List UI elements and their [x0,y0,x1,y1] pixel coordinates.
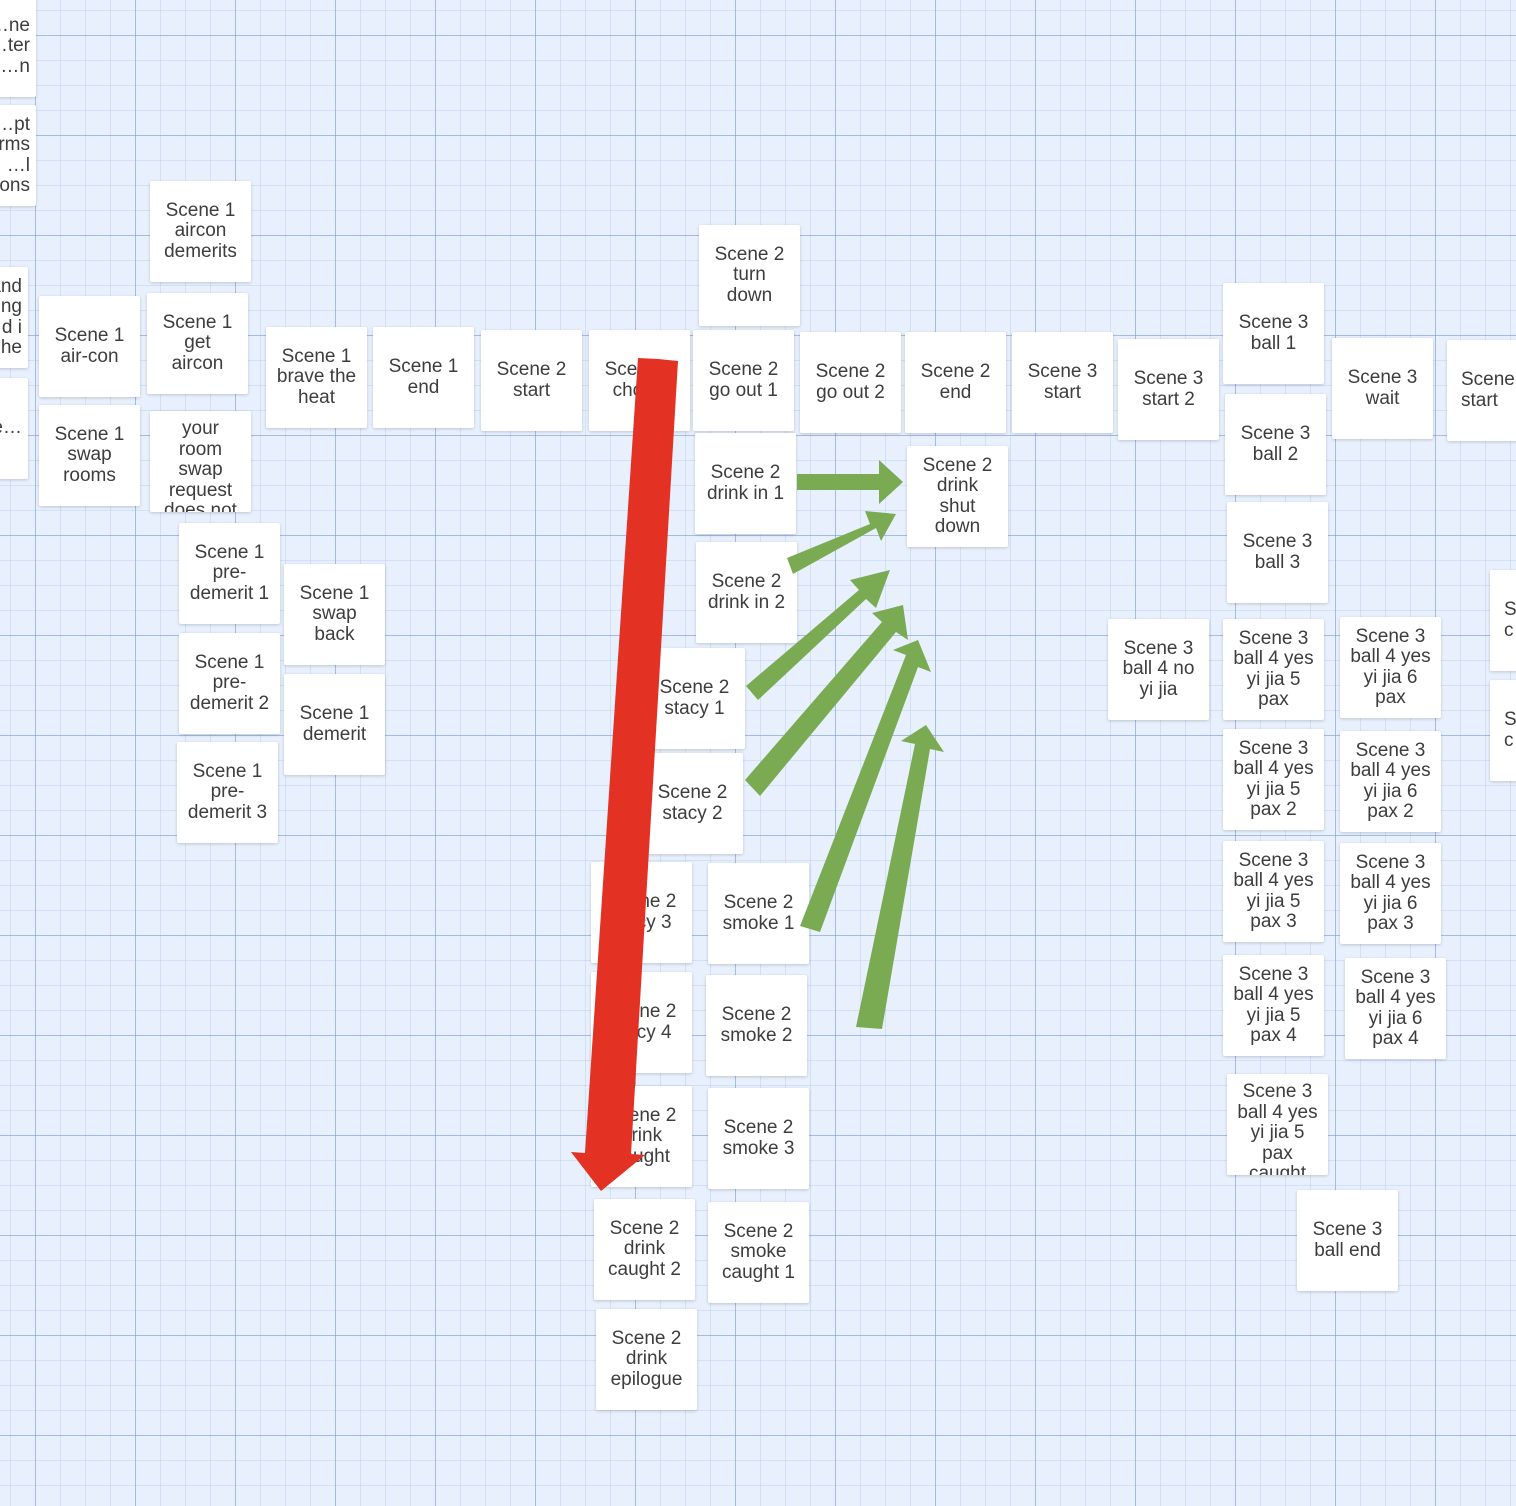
passage-card[interactable]: Scene 2 choi… [589,330,690,431]
passage-card[interactable]: Scene 1 air-con [39,296,140,397]
passage-card[interactable]: Scene 2 drink in 2 [696,542,797,643]
passage-card[interactable]: Scene 3 ball 4 yes yi jia 5 pax caught [1227,1074,1328,1175]
passage-card[interactable]: Scene 2 go out 1 [693,330,794,431]
passage-card[interactable]: Scene 1 aircon demerits [150,181,251,282]
passage-card[interactable]: Scene 3 start [1012,332,1113,433]
passage-card[interactable]: …ne …ter …n [0,0,36,97]
passage-card[interactable]: Scene 3 ball 4 yes yi jia 5 pax 3 [1223,841,1324,942]
passage-card[interactable]: Scene 2 drink in 1 [695,433,796,534]
passage-card[interactable]: Scene 2 drink epilogue [596,1309,697,1410]
passage-card[interactable]: Scene 3 ball 2 [1225,394,1326,495]
passage-card[interactable]: Scene 1 get aircon [147,293,248,394]
passage-card[interactable]: Scene 1 demerit [284,674,385,775]
passage-card[interactable]: Scene 3 ball end [1297,1190,1398,1291]
passage-card[interactable]: Scene 1 brave the heat [266,327,367,428]
passage-card[interactable]: your room swap request does not [150,411,251,512]
passage-card[interactable]: Scene 1 pre- demerit 1 [179,523,280,624]
passage-card[interactable]: Scene 2 end [905,332,1006,433]
passage-card[interactable]: Scene 2 smoke 1 [708,863,809,964]
passage-card[interactable]: Scene 2 go out 2 [800,332,901,433]
passage-card[interactable]: S c [1490,570,1516,671]
passage-card[interactable]: Scene 2 start [481,330,582,431]
passage-card[interactable]: Scene 2 smoke 2 [706,975,807,1076]
passage-card[interactable]: Scene 3 ball 4 yes yi jia 5 pax 2 [1223,729,1324,830]
passage-card[interactable]: Scene 2 smoke 3 [708,1088,809,1189]
passage-card[interactable]: Scene 1 pre- demerit 2 [179,633,280,734]
passage-card[interactable]: Scene 2 drink shut down [907,446,1008,547]
passage-card[interactable]: Scene 2 turn down [699,225,800,326]
passage-card[interactable]: Scene 1 pre- demerit 3 [177,742,278,843]
passage-card[interactable]: Scene 2 stacy 3 [591,862,692,963]
passage-card[interactable]: Scene 3 ball 4 yes yi jia 5 pax 4 [1223,955,1324,1056]
passage-card[interactable]: …and …ng …d i …he [0,267,28,368]
passage-card[interactable]: Scene 3 ball 4 yes yi jia 6 pax 3 [1340,843,1441,944]
passage-card[interactable]: …pt …rms …l …ons [0,105,36,206]
passage-card[interactable]: Scene 1 end [373,327,474,428]
passage-card[interactable]: Scene 1 swap back [284,564,385,665]
passage-card[interactable]: Scene start [1447,340,1516,441]
passage-card[interactable]: Scene 2 drink caught [591,1086,692,1187]
passage-card[interactable]: Scene 3 ball 4 yes yi jia 5 pax [1223,619,1324,720]
passage-card[interactable]: S c [1490,680,1516,781]
passage-card[interactable]: Scene 3 wait [1332,338,1433,439]
passage-card[interactable]: Scene 1 swap rooms [39,405,140,506]
passage-card[interactable]: Scene 2 stacy 4 [591,972,692,1073]
passage-card[interactable]: Scene 2 stacy 1 [644,648,745,749]
passage-card[interactable]: Scene 3 ball 4 yes yi jia 6 pax [1340,617,1441,718]
passage-card[interactable]: Scene 3 ball 3 [1227,502,1328,603]
passage-card[interactable]: Scene 3 ball 4 yes yi jia 6 pax 2 [1340,731,1441,832]
passage-card[interactable]: Scene 3 ball 4 no yi jia [1108,619,1209,720]
passage-card[interactable]: Scene 3 start 2 [1118,339,1219,440]
passage-card[interactable]: Scene 2 stacy 2 [642,753,743,854]
passage-card[interactable]: Scene 2 drink caught 2 [594,1199,695,1300]
passage-card[interactable]: e… [0,378,28,479]
passage-card[interactable]: Scene 3 ball 1 [1223,283,1324,384]
passage-card[interactable]: Scene 2 smoke caught 1 [708,1202,809,1303]
passage-card[interactable]: Scene 3 ball 4 yes yi jia 6 pax 4 [1345,958,1446,1059]
